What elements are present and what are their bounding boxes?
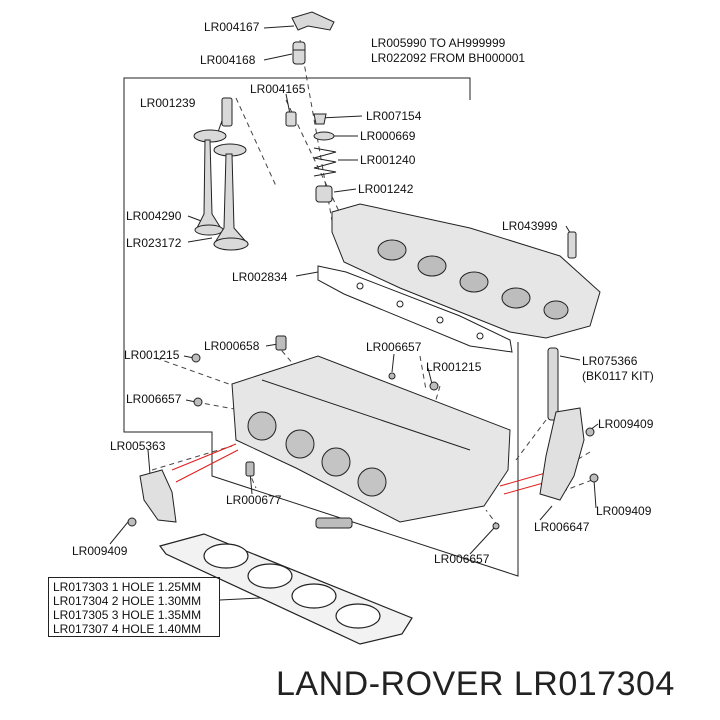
gasket-option: LR017307 4 HOLE 1.40MM xyxy=(53,622,202,636)
label-bracket-bolt-top: LR009409 xyxy=(598,417,654,431)
label-bracket-bolt-right: LR009409 xyxy=(596,504,652,518)
label-bolt-left: LR006657 xyxy=(126,392,182,406)
left-bracket-part xyxy=(127,469,177,527)
cam-carrier-part xyxy=(331,203,601,339)
label-sensor: LR000677 xyxy=(226,493,282,507)
rocker-arm-part xyxy=(291,11,335,31)
valve-stem-seal-part xyxy=(285,111,297,127)
valve-guides-part xyxy=(193,97,247,157)
label-valve-spring: LR001240 xyxy=(360,153,416,167)
label-rocker: LR004167 xyxy=(204,20,260,34)
label-bracket-bolt-left: LR009409 xyxy=(72,544,128,558)
label-cam-bolt: LR043999 xyxy=(502,219,558,233)
label-bracket-left: LR005363 xyxy=(110,439,166,453)
label-bracket-right: LR006647 xyxy=(534,520,590,534)
label-head-bolt: LR075366 xyxy=(582,354,638,368)
gasket-options-box: LR017303 1 HOLE 1.25MM LR017304 2 HOLE 1… xyxy=(48,577,220,637)
label-plug-bottom: LR006657 xyxy=(434,552,490,566)
head-bolt-part xyxy=(547,347,559,421)
cylinder-head-part xyxy=(231,355,511,523)
gasket-option: LR017303 1 HOLE 1.25MM xyxy=(53,580,202,594)
lash-adjuster-part xyxy=(292,41,306,65)
label-head-bolt-kit: (BK0117 KIT) xyxy=(582,369,654,383)
assembly-frame xyxy=(123,77,519,577)
label-valve-guide: LR001239 xyxy=(140,96,196,110)
cam-bolt-part xyxy=(567,231,577,259)
label-range-a: LR005990 TO AH999999 xyxy=(371,36,506,50)
cam-gasket-part xyxy=(317,265,513,353)
label-spring-cap: LR000669 xyxy=(360,129,416,143)
label-stud-left: LR001215 xyxy=(124,348,180,362)
head-gasket-part xyxy=(158,533,413,645)
gasket-option: LR017304 2 HOLE 1.30MM xyxy=(53,594,202,608)
label-exhaust-valve: LR023172 xyxy=(126,236,182,250)
label-collet: LR007154 xyxy=(366,109,422,123)
label-adjuster: LR004168 xyxy=(200,53,256,67)
valves-part xyxy=(194,139,250,251)
fasteners xyxy=(191,335,500,530)
spring-stack-part xyxy=(313,113,337,203)
label-stem-seal: LR004165 xyxy=(250,82,306,96)
gasket-option: LR017305 3 HOLE 1.35MM xyxy=(53,608,202,622)
label-stud-right: LR001215 xyxy=(426,360,482,374)
brand-part-number: LAND-ROVER LR017304 xyxy=(276,665,675,703)
label-range-b: LR022092 FROM BH000001 xyxy=(371,51,526,65)
label-stud-top: LR006657 xyxy=(366,340,422,354)
label-plug: LR000658 xyxy=(204,339,260,353)
right-bracket-part xyxy=(539,407,599,501)
label-cam-gasket: LR002834 xyxy=(232,270,288,284)
label-intake-valve: LR004290 xyxy=(126,209,182,223)
label-spring-seat: LR001242 xyxy=(358,182,414,196)
